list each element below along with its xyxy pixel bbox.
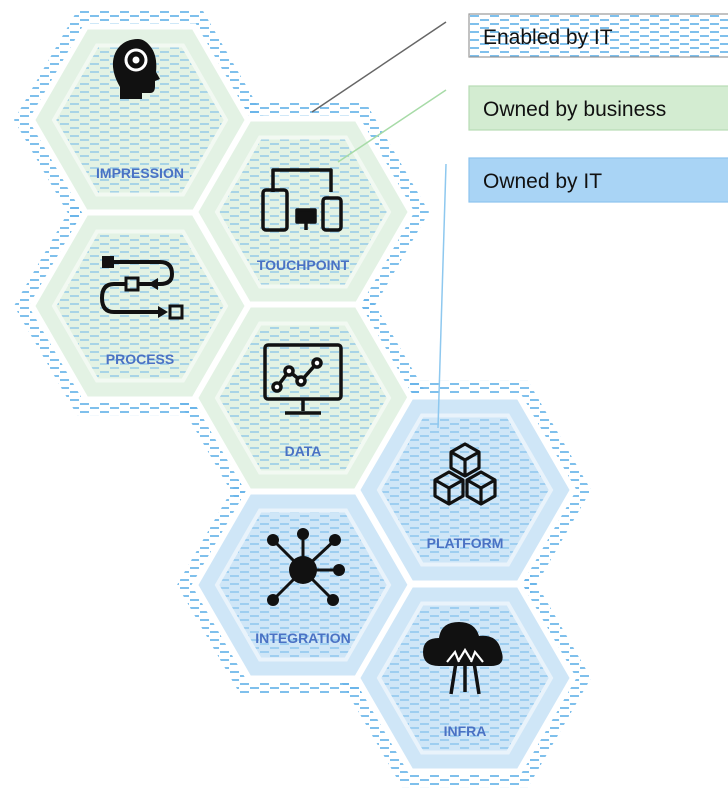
hex-inner-integration [214, 508, 392, 662]
leader-line-business [337, 89, 447, 163]
hex-inner-platform [376, 413, 554, 567]
hex-label-process: PROCESS [106, 351, 174, 367]
legend: Enabled by IT Owned by business Owned by… [468, 13, 728, 203]
cloud-upload-icon [423, 622, 503, 695]
head-gear-icon [112, 39, 160, 99]
hex-inner-process [51, 229, 229, 383]
network-hub-icon [267, 528, 345, 606]
legend-label-enabled: Enabled by IT [483, 26, 613, 49]
hex-label-data: DATA [285, 443, 322, 459]
hex-label-integration: INTEGRATION [255, 630, 350, 646]
legend-item-business: Owned by business [468, 85, 728, 131]
legend-item-it: Owned by IT [468, 157, 728, 203]
hex-label-platform: PLATFORM [427, 535, 504, 551]
analytics-monitor-icon [263, 343, 343, 415]
hex-process: PROCESS [28, 209, 252, 403]
hex-infra: INFRA [353, 581, 577, 775]
cubes-icon [433, 442, 497, 506]
hex-platform: PLATFORM [353, 393, 577, 587]
hex-label-infra: INFRA [444, 723, 487, 739]
hex-label-touchpoint: TOUCHPOINT [257, 257, 350, 273]
hex-inner-impression [51, 43, 229, 197]
leader-line-enabled [311, 21, 447, 113]
legend-item-enabled: Enabled by IT [468, 13, 728, 58]
process-flow-icon [99, 256, 184, 320]
legend-label-it: Owned by IT [483, 170, 602, 193]
leader-line-it [437, 163, 447, 429]
hex-data: DATA [191, 301, 415, 495]
hex-label-impression: IMPRESSION [96, 165, 184, 181]
hex-touchpoint: TOUCHPOINT [191, 115, 415, 309]
hex-integration: INTEGRATION [191, 488, 415, 682]
legend-label-business: Owned by business [483, 98, 666, 121]
capability-hexagons: IMPRESSION TOUCHPOINT PROCESS DATA PLATFORM I… [28, 23, 577, 775]
devices-icon [261, 168, 343, 232]
